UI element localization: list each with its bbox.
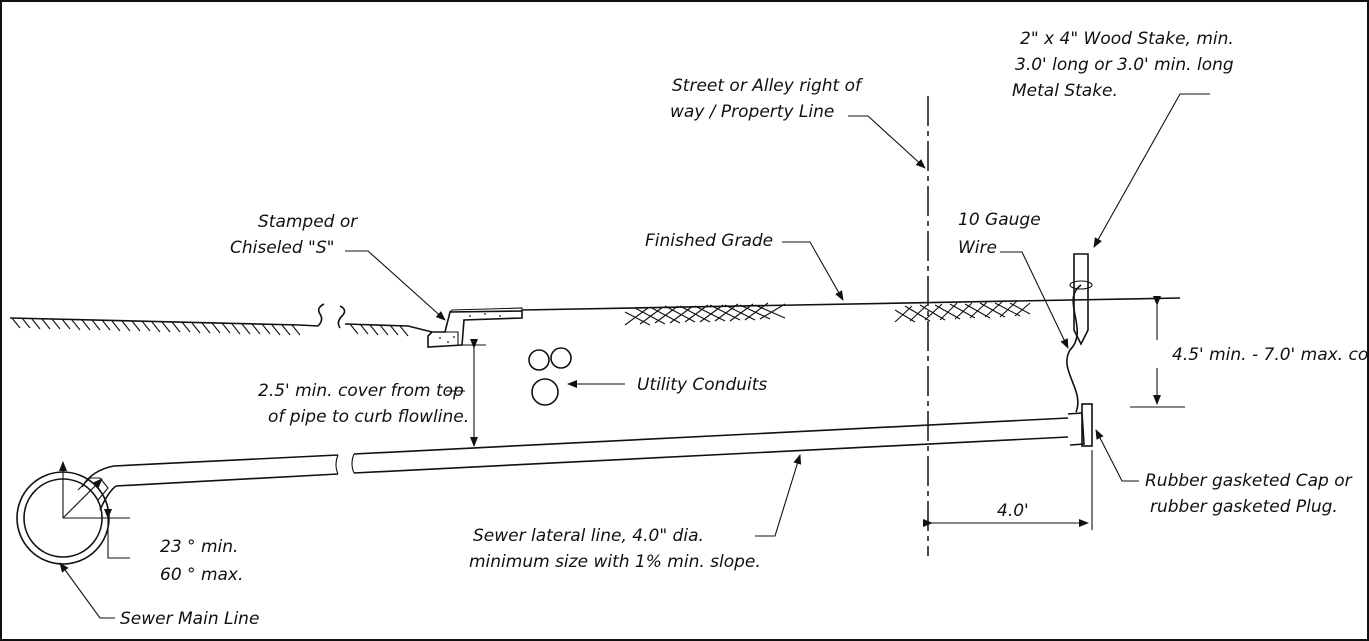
angle-leader: [104, 509, 130, 559]
label-sewer-main: Sewer Main Line: [120, 609, 259, 629]
label-row-1: Street or Alley right of: [672, 76, 864, 96]
finished-grade-line: [521, 297, 1181, 311]
ground-hatch-left: [9, 317, 319, 336]
label-lateral-1: Sewer lateral line, 4.0" dia.: [473, 526, 704, 546]
label-dim-4ft: 4.0': [997, 501, 1029, 521]
break-mark-left: [317, 303, 325, 327]
leader-lateral: [755, 454, 802, 537]
label-utility-conduits: Utility Conduits: [637, 375, 767, 395]
leader-cap: [1095, 429, 1139, 482]
leader-stake: [1093, 93, 1210, 248]
label-angle-min: 23 ° min.: [160, 537, 238, 557]
ground-hatch-mid: [344, 323, 409, 337]
sewer-main-pipe: [16, 461, 130, 565]
label-row-2: way / Property Line: [670, 102, 834, 122]
break-mark-right: [337, 305, 346, 329]
label-wire-1: 10 Gauge: [958, 210, 1041, 230]
label-cap-2: rubber gasketed Plug.: [1150, 497, 1338, 517]
curb-gutter: [407, 307, 523, 348]
label-stake-3: Metal Stake.: [1012, 81, 1118, 101]
label-stake-2: 3.0' long or 3.0' min. long: [1015, 55, 1234, 75]
label-cover-range: 4.5' min. - 7.0' max. cover: [1172, 345, 1369, 365]
label-finished-grade: Finished Grade: [645, 231, 773, 251]
label-stake-1: 2" x 4" Wood Stake, min.: [1020, 29, 1234, 49]
leader-stamped: [345, 250, 446, 321]
label-stamped-2: Chiseled "S": [230, 238, 335, 258]
leader-finished-grade: [782, 241, 844, 301]
wood-stake: [1069, 253, 1093, 346]
soil-hatch-1: [624, 302, 786, 326]
dim-curb-cover: [462, 339, 486, 447]
leader-wire: [1000, 251, 1069, 349]
leader-sewer-main: [59, 562, 115, 619]
dim-cover-range: [1130, 296, 1185, 408]
label-cap-1: Rubber gasketed Cap or: [1145, 471, 1353, 491]
dim-4ft: [923, 450, 1093, 530]
label-cover-curb-2: of pipe to curb flowline.: [268, 407, 469, 427]
tracer-wire: [1066, 284, 1082, 413]
label-lateral-2: minimum size with 1% min. slope.: [469, 552, 761, 572]
leader-property-line: [848, 115, 926, 169]
utility-conduits: [528, 347, 572, 406]
label-wire-2: Wire: [958, 238, 997, 258]
sewer-lateral-pipe: [77, 403, 1093, 511]
label-cover-curb-1: 2.5' min. cover from top: [258, 381, 464, 401]
label-stamped-1: Stamped or: [258, 212, 358, 232]
label-angle-max: 60 ° max.: [160, 565, 243, 585]
soil-hatch-2: [894, 300, 1031, 323]
